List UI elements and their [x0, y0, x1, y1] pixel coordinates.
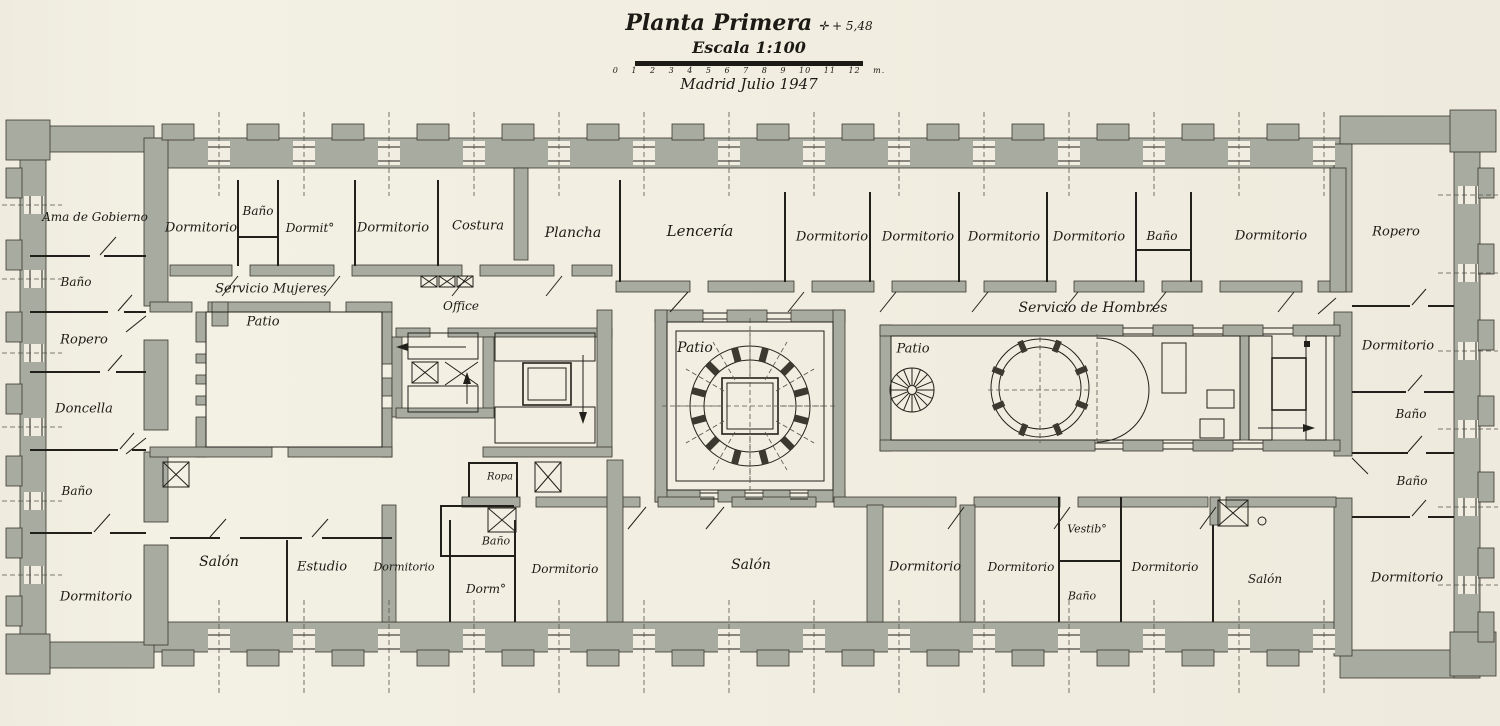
drawing-title-row: Planta Primera ✛ + 5,48 — [584, 10, 914, 36]
scale-label: Escala 1:100 — [692, 38, 806, 57]
level-mark: ✛ + 5,48 — [818, 19, 873, 33]
scale-bar — [635, 61, 863, 66]
scale-bar-ticks: 0 1 2 3 4 5 6 7 8 9 10 11 12 m. — [612, 66, 886, 75]
title-block: Planta Primera ✛ + 5,48 Escala 1:100 0 1 … — [584, 10, 914, 93]
place-date: Madrid Julio 1947 — [680, 75, 818, 93]
drawing-title: Planta Primera — [625, 10, 813, 36]
